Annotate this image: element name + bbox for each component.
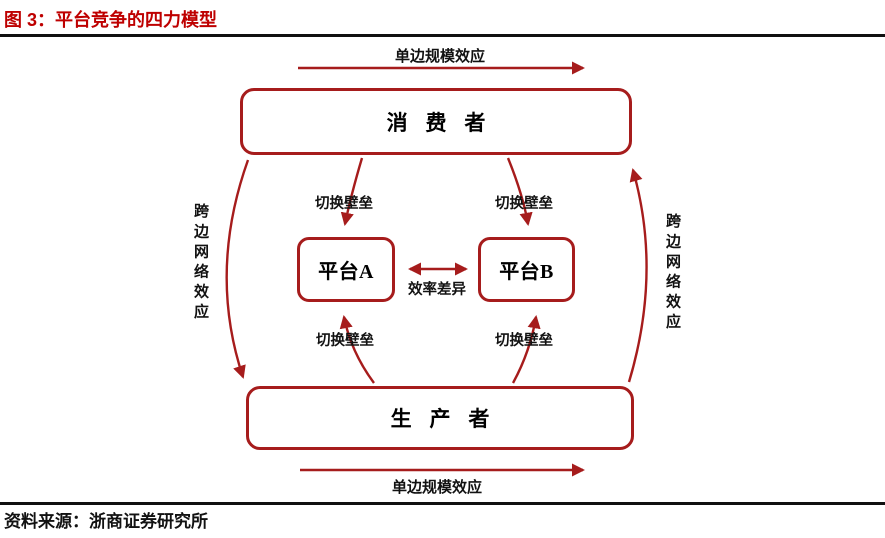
cross-network-right-arrow xyxy=(627,168,648,383)
platform-b-box: 平台B xyxy=(478,237,575,302)
switch-barrier-top-left-arrow xyxy=(340,157,364,226)
switch-barrier-top-right-arrow xyxy=(506,157,533,226)
producer-box: 生 产 者 xyxy=(246,386,634,450)
consumer-box-label: 消 费 者 xyxy=(386,110,492,135)
cross-network-left-label: 跨边网络效应 xyxy=(192,203,208,324)
footer-divider-line xyxy=(0,502,885,505)
cross-network-right-label: 跨边网络效应 xyxy=(664,213,680,334)
title-divider-line xyxy=(0,34,885,37)
figure-title: 图 3：平台竞争的四力模型 xyxy=(4,10,218,30)
platform-a-label: 平台A xyxy=(318,261,374,283)
source-note: 资料来源：浙商证券研究所 xyxy=(4,512,208,531)
switch-barrier-bottom-left-arrow xyxy=(339,315,375,384)
consumer-box: 消 费 者 xyxy=(240,88,632,155)
switch-barrier-bottom-left-label: 切换壁垒 xyxy=(316,333,374,349)
producer-box-label: 生 产 者 xyxy=(390,407,496,431)
bottom-scale-effect-label: 单边规模效应 xyxy=(391,480,483,496)
switch-barrier-top-right-label: 切换壁垒 xyxy=(495,196,553,212)
switch-barrier-top-left-label: 切换壁垒 xyxy=(315,196,373,212)
efficiency-gap-label: 效率差异 xyxy=(408,282,466,298)
top-scale-effect-label: 单边规模效应 xyxy=(394,49,486,65)
platform-b-label: 平台B xyxy=(499,261,554,283)
switch-barrier-bottom-right-label: 切换壁垒 xyxy=(495,333,553,349)
cross-network-left-arrow xyxy=(225,159,250,379)
platform-a-box: 平台A xyxy=(297,237,395,302)
switch-barrier-bottom-right-arrow xyxy=(511,315,541,384)
